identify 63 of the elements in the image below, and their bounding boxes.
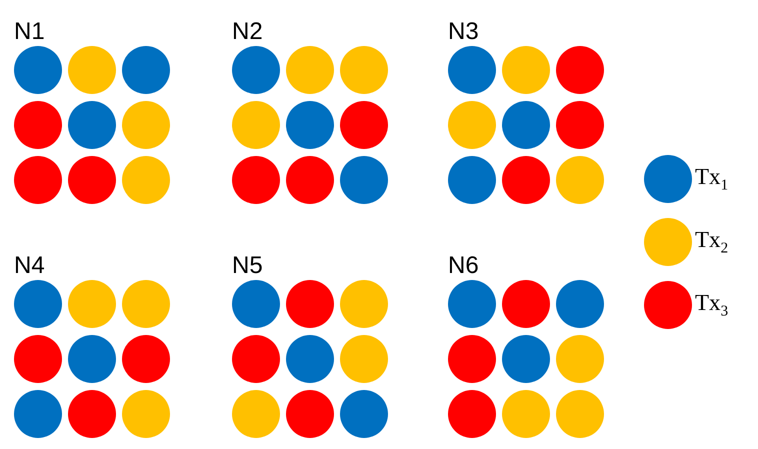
group-label: N6	[448, 252, 479, 280]
colored-circle	[502, 46, 550, 94]
colored-circle	[68, 101, 116, 149]
group-label: N1	[14, 18, 45, 46]
colored-circle	[14, 156, 62, 204]
colored-circle	[122, 46, 170, 94]
group-label: N3	[448, 18, 479, 46]
group-label: N2	[232, 18, 263, 46]
colored-circle	[286, 156, 334, 204]
colored-circle	[448, 335, 496, 383]
colored-circle	[286, 390, 334, 438]
group-label: N4	[14, 252, 45, 280]
colored-circle	[556, 390, 604, 438]
colored-circle	[232, 280, 280, 328]
colored-circle	[232, 156, 280, 204]
colored-circle	[14, 335, 62, 383]
legend-label: Tx$_{2}$	[695, 226, 728, 259]
colored-circle	[286, 46, 334, 94]
colored-circle	[502, 156, 550, 204]
legend-label: Tx$_{1}$	[695, 163, 728, 196]
colored-circle	[556, 101, 604, 149]
colored-circle	[340, 156, 388, 204]
colored-circle	[68, 46, 116, 94]
colored-circle	[340, 46, 388, 94]
legend-label: Tx$_{3}$	[695, 289, 728, 322]
colored-circle	[448, 46, 496, 94]
colored-circle	[340, 101, 388, 149]
colored-circle	[68, 335, 116, 383]
colored-circle	[68, 156, 116, 204]
colored-circle	[14, 280, 62, 328]
colored-circle	[448, 390, 496, 438]
colored-circle	[340, 390, 388, 438]
colored-circle	[502, 335, 550, 383]
colored-circle	[502, 280, 550, 328]
colored-circle	[340, 280, 388, 328]
colored-circle	[340, 335, 388, 383]
colored-circle	[448, 101, 496, 149]
colored-circle	[556, 280, 604, 328]
colored-circle	[502, 101, 550, 149]
colored-circle	[286, 280, 334, 328]
colored-circle	[122, 335, 170, 383]
colored-circle	[448, 156, 496, 204]
colored-circle	[556, 335, 604, 383]
colored-circle	[232, 390, 280, 438]
colored-circle	[286, 101, 334, 149]
colored-circle	[14, 390, 62, 438]
colored-circle	[68, 390, 116, 438]
colored-circle	[502, 390, 550, 438]
colored-circle	[14, 101, 62, 149]
colored-circle	[122, 390, 170, 438]
colored-circle	[68, 280, 116, 328]
group-label: N5	[232, 252, 263, 280]
colored-circle	[556, 46, 604, 94]
colored-circle	[556, 156, 604, 204]
colored-circle	[232, 46, 280, 94]
colored-circle	[122, 156, 170, 204]
colored-circle	[232, 335, 280, 383]
colored-circle	[232, 101, 280, 149]
colored-circle	[122, 280, 170, 328]
colored-circle	[122, 101, 170, 149]
colored-circle	[448, 280, 496, 328]
colored-circle	[286, 335, 334, 383]
colored-circle	[14, 46, 62, 94]
